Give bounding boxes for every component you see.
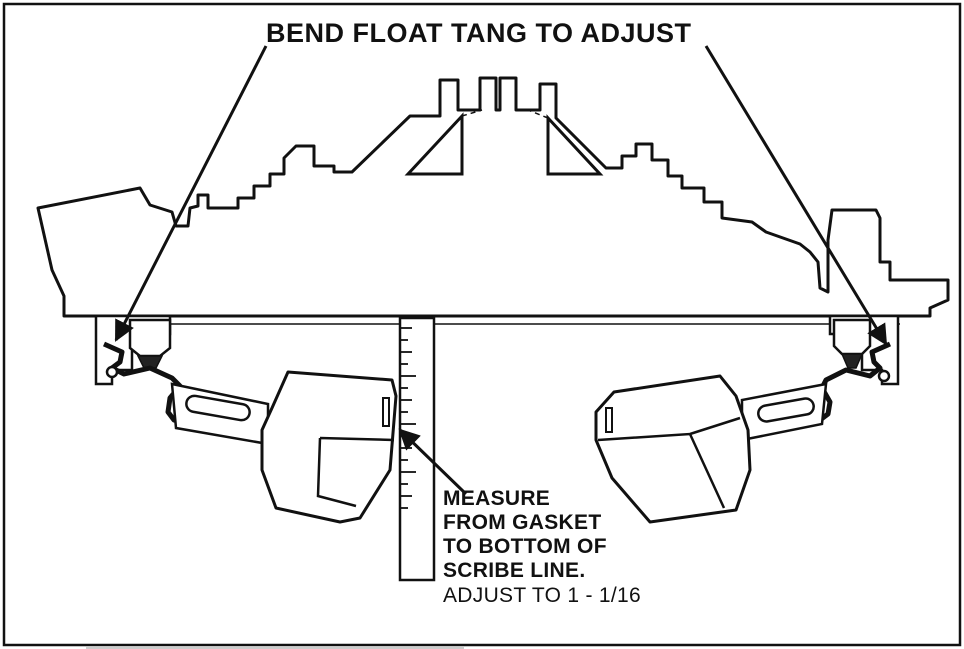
- title-label: BEND FLOAT TANG TO ADJUST: [266, 18, 692, 48]
- measure-line-2: FROM GASKET: [443, 511, 602, 534]
- scribe-mark-right: [605, 407, 613, 433]
- right-needle: [840, 353, 864, 369]
- measure-line-3: TO BOTTOM OF: [443, 535, 607, 558]
- left-float-face: [316, 436, 395, 508]
- right-leader-arrow: [704, 45, 888, 346]
- measure-instructions: MEASURE FROM GASKET TO BOTTOM OF SCRIBE …: [443, 487, 641, 609]
- measure-leader-arrow: [398, 428, 468, 496]
- left-needle-seat: [128, 318, 172, 358]
- left-web: [404, 112, 464, 176]
- left-leader-arrow: [114, 45, 268, 342]
- right-hinge-pin: [877, 369, 891, 383]
- measure-line-4: SCRIBE LINE.: [443, 559, 586, 582]
- measuring-scale: [398, 316, 436, 582]
- right-float-arm: [741, 341, 892, 433]
- adjust-spec: ADJUST TO 1 - 1/16: [443, 584, 641, 607]
- left-arm-slot: [185, 394, 251, 422]
- right-float: [594, 374, 752, 524]
- left-float: [260, 370, 398, 524]
- web-dashes: [461, 109, 549, 119]
- scribe-mark-left: [382, 397, 390, 427]
- left-hinge-pin: [105, 365, 119, 379]
- right-float-face: [597, 416, 741, 509]
- measure-line-1: MEASURE: [443, 487, 551, 510]
- carburetor-body: [36, 76, 950, 318]
- right-web: [546, 114, 604, 176]
- right-arm-slot: [757, 397, 815, 423]
- right-needle-seat: [832, 318, 872, 356]
- left-float-arm: [102, 341, 261, 439]
